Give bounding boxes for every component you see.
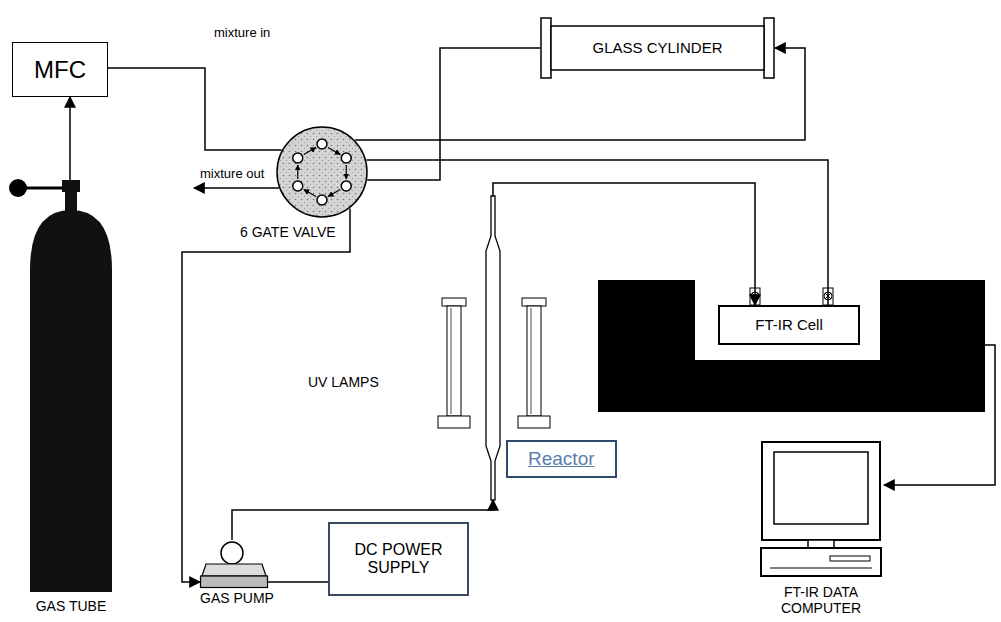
uv-lamp-part (531, 308, 532, 414)
gas-pump-shape-part (201, 576, 268, 588)
node-label: FT-IR Cell (755, 316, 823, 333)
node-label: GAS PUMP (200, 590, 274, 606)
node-label: GAS TUBE (28, 598, 114, 614)
ftir-cell: FT-IR Cell (718, 305, 860, 345)
node-label: 6 GATE VALVE (240, 224, 336, 240)
six-way-valve-shape-part (293, 153, 303, 163)
flow-line (69, 97, 71, 180)
outlet-arrow (194, 187, 279, 189)
gas-cylinder-shape-part (62, 180, 80, 192)
reactor-tube-shape-part (486, 196, 500, 500)
six-way-valve-shape-part (293, 181, 303, 191)
label-holder: 6 GATE VALVE (240, 224, 336, 240)
gas-pump: GAS PUMP (200, 540, 268, 588)
six-way-valve-shape-part (317, 195, 327, 205)
six-way-valve: 6 GATE VALVE (276, 126, 368, 218)
part-label: mixture out (198, 167, 266, 182)
label-holder: Reactor (506, 440, 617, 478)
gas-pump-shape-part (202, 564, 266, 576)
gas-pump-shape (200, 540, 268, 588)
six-way-valve-shape-part (304, 148, 316, 155)
six-way-valve-shape-part (341, 181, 351, 191)
gas-pump-shape-part (221, 542, 243, 564)
label-holder: mixture out (198, 167, 266, 182)
label-holder: UV LAMPS (306, 374, 381, 390)
six-way-valve-shape-part (297, 165, 298, 179)
label-holder: GAS PUMP (200, 590, 274, 606)
tank-valve-knob-part (9, 179, 27, 197)
gas-cylinder-shape-part (30, 210, 112, 592)
flow-line (366, 160, 828, 305)
six-way-valve-shape (276, 126, 368, 218)
label-holder: GAS TUBE (28, 598, 114, 614)
data-cable (884, 345, 995, 485)
flow-line (268, 581, 328, 583)
edge-label-holder: mixture in (212, 26, 272, 41)
computer-shape-part (830, 556, 870, 561)
part-label: UV LAMPS (306, 374, 381, 390)
uv-lamp (438, 298, 470, 428)
spectrometer-body (598, 280, 985, 412)
computer: FT-IR DATA COMPUTER (760, 440, 882, 578)
uv-lamp-part (527, 306, 541, 416)
uv-lamp-part (451, 308, 452, 414)
node-label: MFC (34, 56, 86, 84)
device-box: MFC (12, 42, 108, 97)
tank-valve-knob (9, 179, 66, 197)
six-way-valve-shape-part (328, 190, 340, 197)
six-way-valve-shape-part (304, 190, 316, 197)
gas-cylinder-shape (28, 180, 114, 592)
computer-shape (760, 440, 882, 578)
computer-shape-part (774, 452, 868, 524)
node-label: GLASS CYLINDER (592, 39, 722, 56)
glass-cylinder-shape-part (541, 18, 551, 78)
uv-lamp-part (442, 298, 466, 306)
six-way-valve-shape-part (317, 139, 327, 149)
six-way-valve-shape-part (346, 165, 347, 179)
node-label: DC POWER SUPPLY (338, 541, 459, 578)
flow-line (182, 208, 350, 582)
node-label: Reactor (528, 448, 595, 470)
flow-line (493, 183, 755, 305)
six-way-valve-shape-part (328, 148, 340, 155)
six-way-valve-shape-part (277, 127, 367, 217)
uv-lamp (518, 298, 550, 428)
glass-cylinder-shape-part (551, 26, 764, 70)
gas-cylinder: GAS TUBE (28, 180, 114, 592)
uv-lamp-part (438, 416, 470, 428)
tank-valve-knob-part (26, 187, 66, 190)
uv-lamp-part (518, 416, 550, 428)
uv-lamp-part (447, 306, 461, 416)
glass-cylinder: GLASS CYLINDER (540, 17, 775, 79)
reactor-tube: Reactor (484, 196, 502, 500)
uv-lamp-part (522, 298, 546, 306)
power-supply-box: DC POWER SUPPLY (328, 522, 469, 596)
glass-cylinder-shape-part (764, 18, 774, 78)
computer-shape-part (761, 548, 881, 576)
six-way-valve-shape-part (341, 153, 351, 163)
computer-shape-part (762, 442, 880, 540)
node-label: FT-IR DATA COMPUTER (760, 584, 882, 616)
flow-line (108, 68, 282, 150)
gas-cylinder-shape-part (65, 192, 77, 212)
edge-label: mixture in (212, 26, 272, 41)
label-holder: FT-IR DATA COMPUTER (760, 584, 882, 616)
computer-shape-part (808, 540, 834, 548)
computer-shape-part (770, 568, 872, 569)
reactor-tube-shape (484, 196, 502, 500)
